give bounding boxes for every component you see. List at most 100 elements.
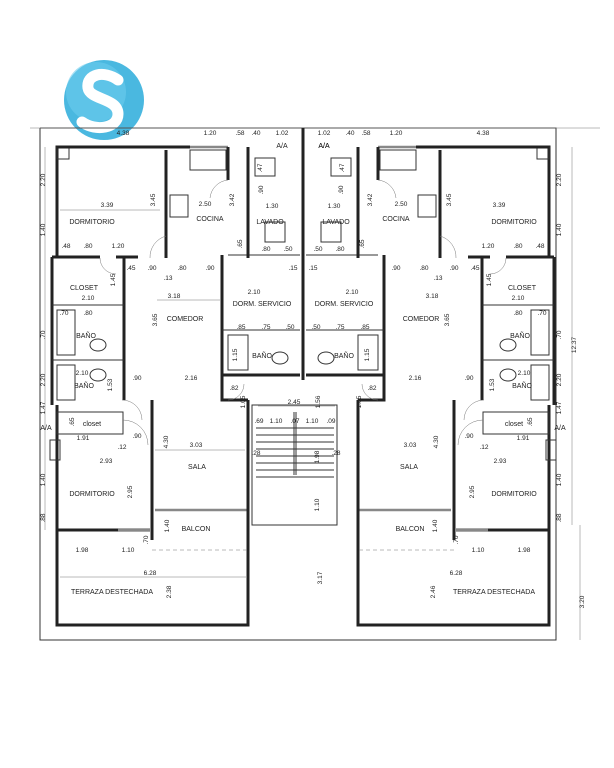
dim: .50 (283, 246, 292, 253)
dim: .15 (288, 265, 297, 272)
room-aa: A/A (40, 425, 52, 432)
dim: .40 (345, 130, 354, 137)
dim: .90 (205, 265, 214, 272)
dim: .15 (308, 265, 317, 272)
dim: 1.10 (306, 418, 319, 425)
dim: .13 (163, 275, 172, 282)
dimension-lines (44, 147, 581, 640)
dim: .65 (359, 239, 366, 248)
dim: 2.20 (40, 373, 47, 386)
dim: 1.53 (107, 378, 114, 391)
dim: .82 (229, 385, 238, 392)
dim: 1.40 (556, 473, 563, 486)
room-dormitorio: DORMITORIO (491, 219, 537, 226)
dim: .90 (464, 375, 473, 382)
dim: .13 (433, 275, 442, 282)
dim: 3.42 (367, 193, 374, 206)
dim: 1.45 (110, 273, 117, 286)
dim: 2.10 (346, 289, 359, 296)
dim: .69 (254, 418, 263, 425)
room-aa: A/A (318, 143, 330, 150)
dim: .12 (479, 444, 488, 451)
dim: 1.98 (76, 547, 89, 554)
room-sala: SALA (400, 464, 418, 471)
dim: .80 (177, 265, 186, 272)
dim: .90 (464, 433, 473, 440)
dim: 3.18 (168, 293, 181, 300)
dim: .90 (258, 185, 265, 194)
dim: 3.42 (229, 193, 236, 206)
dim: 2.10 (518, 370, 531, 377)
dim: .80 (419, 265, 428, 272)
dim: 1.10 (472, 547, 485, 554)
dim: .70 (537, 310, 546, 317)
room-bano: BAÑO (76, 331, 96, 340)
dim: .09 (326, 418, 335, 425)
dim: .88 (556, 513, 563, 522)
dim: .65 (69, 417, 76, 426)
dim: .12 (117, 444, 126, 451)
dim: 1.02 (318, 130, 331, 137)
dim: 6.28 (450, 570, 463, 577)
dim: .85 (236, 324, 245, 331)
dim: .70 (453, 535, 460, 544)
room-cocina: COCINA (382, 216, 410, 223)
dim: 1.10 (314, 498, 321, 511)
dim: 1.45 (486, 273, 493, 286)
room-comedor: COMEDOR (167, 316, 204, 323)
left-unit-labels: DORMITORIO COCINA LAVADO CLOSET BAÑO BAÑ… (40, 130, 298, 598)
room-cocina: COCINA (196, 216, 224, 223)
dim: .65 (527, 417, 534, 426)
dim: .70 (143, 535, 150, 544)
dim: .90 (338, 185, 345, 194)
dim: .28 (251, 450, 260, 457)
dim: 2.10 (82, 295, 95, 302)
dim: .40 (251, 130, 260, 137)
dim: 1.98 (518, 547, 531, 554)
dim: .47 (339, 163, 346, 172)
dim: .70 (40, 330, 47, 339)
room-comedor: COMEDOR (403, 316, 440, 323)
room-bano: BAÑO (334, 351, 354, 360)
dim: 2.20 (40, 173, 47, 186)
dim: 2.16 (409, 375, 422, 382)
dim: .58 (235, 130, 244, 137)
dim: .70 (556, 330, 563, 339)
dim: .45 (470, 265, 479, 272)
dim: 2.38 (166, 585, 173, 598)
dim: 1.05 (356, 395, 363, 408)
dim: .80 (335, 246, 344, 253)
dim: .48 (535, 243, 544, 250)
dim: 2.50 (395, 201, 408, 208)
room-terraza: TERRAZA DESTECHADA (71, 589, 153, 596)
dim: 1.47 (556, 401, 563, 414)
room-dorm-servicio: DORM. SERVICIO (233, 301, 292, 308)
logo (64, 60, 144, 140)
center-labels: A/A 2.45 1.56 .69 1.10 .07 1.10 .09 .28 … (251, 143, 586, 608)
room-closet-lower: closet (83, 421, 101, 428)
room-sala: SALA (188, 464, 206, 471)
dim: .75 (261, 324, 270, 331)
room-dormitorio: DORMITORIO (69, 491, 115, 498)
dim: 1.40 (432, 519, 439, 532)
room-aa: A/A (318, 143, 330, 150)
dim: 1.40 (556, 223, 563, 236)
dim: 1.98 (314, 450, 321, 463)
dim: 1.30 (266, 203, 279, 210)
dim: 2.50 (199, 201, 212, 208)
dim: 1.20 (390, 130, 403, 137)
dim: 3.03 (190, 442, 203, 449)
dim: 3.03 (404, 442, 417, 449)
dim: .70 (59, 310, 68, 317)
room-closet-lower: closet (505, 421, 523, 428)
dim: 1.10 (122, 547, 135, 554)
room-bano: BAÑO (74, 381, 94, 390)
dim: 2.16 (185, 375, 198, 382)
dim: .80 (83, 310, 92, 317)
dim: 1.15 (232, 348, 239, 361)
dim: 3.65 (152, 313, 159, 326)
dim: .90 (132, 433, 141, 440)
dim: 1.47 (40, 401, 47, 414)
dim: 4.38 (477, 130, 490, 137)
